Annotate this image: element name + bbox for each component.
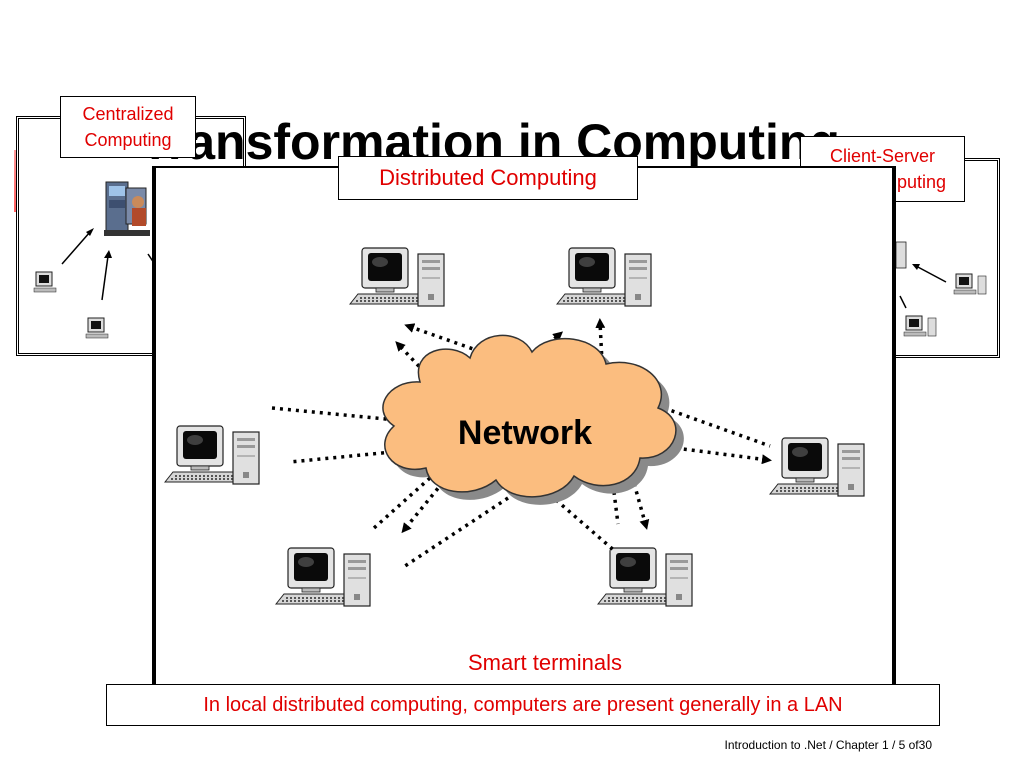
- dumb-terminal-icon: [33, 271, 57, 293]
- network-label: Network: [458, 414, 592, 452]
- centralized-label-line2: Computing: [84, 130, 172, 150]
- arrow-from-mid-left: [271, 406, 397, 422]
- server-icon: [895, 241, 907, 269]
- client-server-diagram: [895, 241, 987, 337]
- arrow-to-bottom-right-a: [554, 498, 618, 554]
- arrow-from-mid-right: [663, 406, 771, 448]
- mainframe-operator-icon: [104, 181, 150, 236]
- centralized-label-line1: Centralized: [82, 104, 174, 124]
- centralized-label: Centralized Computing: [60, 96, 196, 158]
- distributed-label: Distributed Computing: [338, 156, 638, 200]
- dumb-terminal-icon: [903, 315, 937, 337]
- arrow-to-bottom-left-b: [401, 474, 450, 534]
- arrow-to-top-right-b: [595, 318, 606, 363]
- client-server-label-line1: Client-Server: [829, 146, 936, 166]
- smart-terminals-label: Smart terminals: [467, 650, 623, 675]
- centralized-diagram: [33, 181, 157, 339]
- computer-bottom-left: [275, 547, 371, 607]
- slide-footer: Introduction to .Net / Chapter 1 / 5 of3…: [724, 738, 932, 752]
- network-cloud: [382, 334, 684, 505]
- arrow-to-bottom-left-a: [372, 476, 432, 530]
- arrow-from-bottom-left: [401, 496, 509, 570]
- lan-caption: In local distributed computing, computer…: [106, 684, 940, 726]
- computer-top-left: [349, 247, 445, 307]
- dumb-terminal-icon: [953, 273, 987, 295]
- computer-bottom-right: [597, 547, 693, 607]
- arrow-to-mid-left: [289, 450, 393, 464]
- computer-mid-left: [164, 425, 260, 485]
- computer-top-right: [556, 247, 652, 307]
- dumb-terminal-icon: [85, 317, 109, 339]
- computer-mid-right: [769, 437, 865, 497]
